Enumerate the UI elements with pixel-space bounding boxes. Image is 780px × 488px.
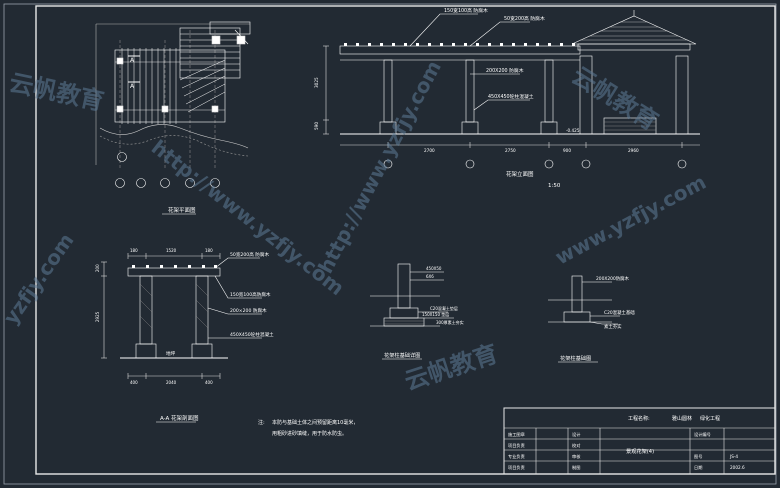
elevation-view [323, 10, 700, 169]
elev-dim-3: 900 [563, 148, 571, 153]
plan-view [95, 21, 251, 188]
elev-dim-left-1: 3025 [314, 77, 319, 88]
plan-axis-a-top: A [130, 57, 135, 64]
elev-callout-2: 50宽200高 防腐木 [504, 15, 545, 22]
ft-callout-1: 200X200防腐木 [596, 275, 630, 282]
tb-row-left-2: 项目负责 [508, 442, 525, 449]
watermark-2: http://www.yzfjy.com [313, 56, 446, 277]
elev-dim-2: 2750 [505, 148, 516, 153]
sec-dim-left-2: 2925 [95, 311, 100, 322]
pb-callout-5: 150X150 垫层 [422, 311, 449, 317]
outer-frame [3, 3, 777, 485]
pb-callout-4: 300厚素土夯实 [436, 319, 464, 325]
elev-callout-3: 200X200 防腐木 [486, 67, 524, 74]
tb-value-right-2: JS-4 [729, 454, 738, 459]
sec-dim-top-1: 180 [130, 248, 138, 253]
watermark-6: 云帆教育 [567, 61, 663, 136]
title-block [503, 407, 776, 475]
elev-level-mark: -0.425 [566, 128, 580, 133]
plan-axis-a-bottom: A [130, 83, 135, 90]
notes-line-2: 用粗砂进砂填缝，用于防水防虫。 [272, 430, 347, 437]
tb-value-right-3: 2002.6 [730, 465, 745, 470]
notes-prefix: 注: [258, 419, 265, 426]
ft-callout-3: 素土夯实 [604, 323, 622, 330]
sec-ground-label: 地坪 [166, 350, 176, 357]
watermark-5: www.yzfjy.com [551, 170, 710, 270]
tb-row-right-3: 日期 [694, 465, 702, 471]
plan-title: 花架平面图 [168, 206, 196, 214]
watermark-1: http://www.yzfjy.com [147, 135, 349, 300]
watermark-3: 云帆教育 [7, 68, 107, 115]
tb-row-mid-1: 设计 [572, 431, 580, 438]
elev-dim-left-2: 590 [314, 122, 319, 130]
elevation-scale: 1:50 [548, 183, 561, 189]
sec-callout-4: 450X450砼柱混凝土 [230, 331, 274, 338]
tb-row-mid-3: 审核 [572, 453, 581, 460]
tb-project-name: 雅山圆林 [672, 415, 692, 422]
post-base-detail [370, 263, 454, 327]
watermark-4: 云帆教育 [401, 339, 501, 395]
sec-dim-bottom-3: 400 [205, 380, 213, 385]
sec-callout-1: 50宽200高 防腐木 [230, 251, 269, 258]
pb-callout-2: 6X6 [426, 274, 434, 279]
footing-detail [548, 275, 620, 325]
tb-project-name-2: 绿化工程 [700, 415, 720, 422]
sec-callout-2: 150宽100高防腐木 [230, 291, 271, 298]
inner-frame [35, 5, 776, 475]
ft-callout-2: C20混凝土基础 [604, 309, 635, 316]
footing-title: 花架柱基础图 [560, 354, 591, 362]
tb-drawing-name: 景观花架(4) [626, 447, 654, 455]
section-title: A-A 花架剖面图 [160, 414, 199, 422]
tb-row-mid-4: 制图 [572, 464, 580, 471]
elev-dim-4: 2960 [628, 148, 639, 153]
post-base-title: 花架柱基础详图 [384, 351, 420, 359]
sec-dim-bottom-1: 400 [130, 380, 138, 385]
watermark-7: yzfjy.com [0, 229, 79, 329]
tb-row-right-2: 图号 [694, 454, 702, 460]
tb-row-right-1: 设计编号 [694, 431, 711, 438]
elevation-title: 花架立面图 [506, 170, 534, 178]
tb-row-left-4: 项目负责 [508, 464, 525, 471]
elev-dim-1: 2700 [424, 148, 435, 153]
sec-dim-top-2: 1520 [166, 248, 177, 253]
section-view [101, 253, 262, 379]
tb-project-label: 工程名称: [628, 415, 650, 422]
sec-dim-bottom-2: 2040 [166, 380, 177, 385]
watermark-layer: http://www.yzfjy.com http://www.yzfjy.co… [0, 56, 710, 395]
sec-callout-3: 200×200 防腐木 [230, 307, 267, 314]
elev-callout-1: 150宽100高 防腐木 [444, 7, 488, 14]
pb-callout-3: C20混凝土垫层 [430, 305, 458, 311]
sec-dim-top-3: 180 [205, 248, 213, 253]
tb-row-left-3: 专业负责 [508, 453, 525, 460]
tb-row-mid-2: 校对 [572, 442, 580, 449]
elev-callout-4: 450X450砼柱混凝土 [488, 93, 534, 100]
tb-row-left-1: 施工图章 [508, 431, 525, 438]
notes-line-1: 本防与基础土体之间预留距离10毫米， [272, 419, 358, 426]
sec-dim-left-1: 200 [95, 264, 100, 272]
pb-callout-1: 450X50 [426, 266, 442, 271]
